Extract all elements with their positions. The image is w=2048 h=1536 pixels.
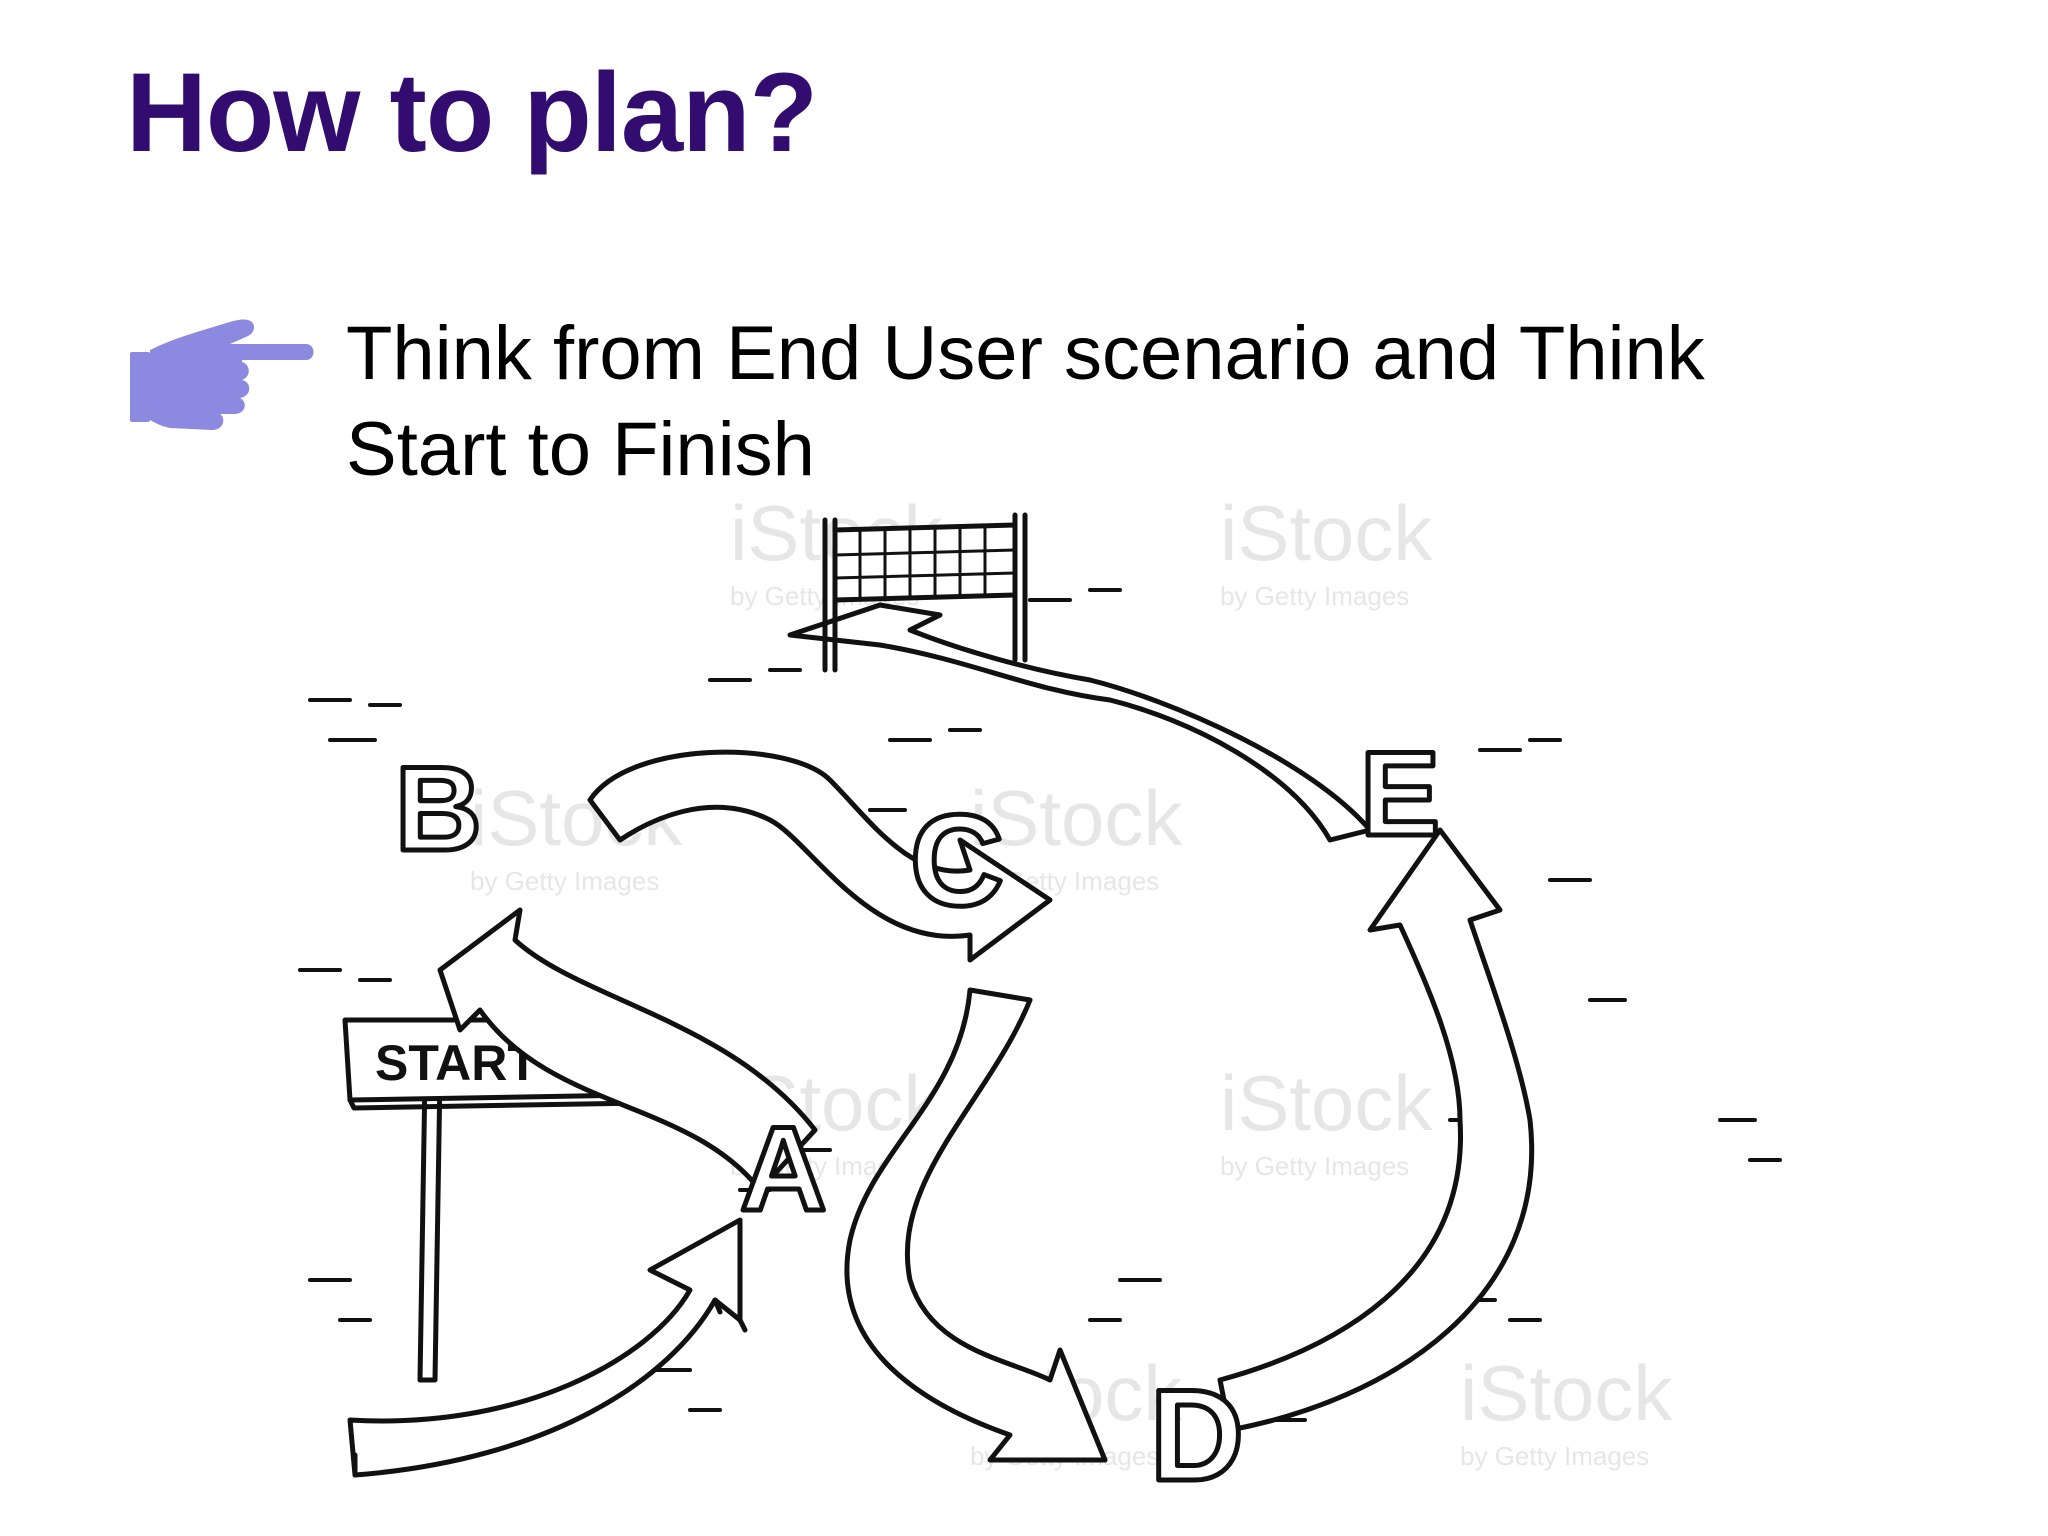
waypoint-letters: A B C D E xyxy=(393,725,1443,1511)
arrow-b-to-c xyxy=(587,749,1053,963)
bullet-text: Think from End User scenario and Think S… xyxy=(346,306,1846,498)
waypoint-a: A xyxy=(740,1102,827,1236)
slide-title: How to plan? xyxy=(126,50,818,175)
start-to-finish-illustration: iStock by Getty Images iStock by Getty I… xyxy=(298,500,1782,1511)
bullet-text-line-2: Start to Finish xyxy=(346,407,815,492)
bullet-text-line-1: Think from End User scenario and Think xyxy=(346,311,1705,396)
watermark-tagline: by Getty Images xyxy=(1220,581,1409,611)
watermark-brand: iStock xyxy=(1220,500,1433,577)
arrow-d-to-e xyxy=(1217,827,1535,1433)
watermark-brand: iStock xyxy=(1460,1349,1673,1437)
arrow-c-to-d xyxy=(844,987,1108,1463)
watermark-tagline: by Getty Images xyxy=(470,866,659,896)
finish-line-net xyxy=(822,512,1028,673)
arrow-a-to-b xyxy=(437,907,818,1193)
watermark-tagline: by Getty Images xyxy=(1220,1151,1409,1181)
waypoint-d: D xyxy=(1150,1362,1244,1508)
watermark-brand: iStock xyxy=(970,774,1183,862)
waypoint-b: B xyxy=(395,742,482,876)
watermark-brand: iStock xyxy=(1220,1059,1433,1147)
waypoint-e: E xyxy=(1360,727,1440,861)
watermark-tagline: by Getty Images xyxy=(1460,1441,1649,1471)
waypoint-c: C xyxy=(910,787,1004,933)
arrow-start-to-a xyxy=(347,1217,743,1478)
pointing-hand-icon xyxy=(130,319,314,430)
